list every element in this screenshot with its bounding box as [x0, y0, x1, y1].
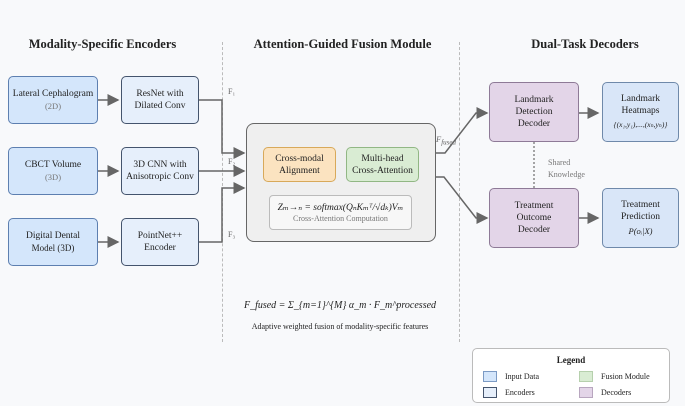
- encoder-line1: 3D CNN with: [133, 160, 187, 170]
- input-cbct-volume[interactable]: CBCT Volume (3D): [8, 147, 98, 195]
- input-lateral-cephalogram[interactable]: Lateral Cephalogram (2D): [8, 76, 98, 124]
- output-line1: Treatment: [621, 200, 660, 210]
- section-title-encoders: Modality-Specific Encoders: [28, 37, 177, 51]
- legend-swatch-decoders: [579, 387, 593, 398]
- legend-swatch-encoders: [483, 387, 497, 398]
- input-label: Lateral Cephalogram: [12, 89, 94, 99]
- output-line2: Prediction: [620, 212, 661, 222]
- legend-label-decoders: Decoders: [601, 388, 632, 397]
- landmark-detection-decoder[interactable]: Landmark Detection Decoder: [489, 82, 579, 142]
- landmark-heatmaps-output[interactable]: Landmark Heatmaps {(x₁,y₁),...,(xₙ,yₙ)}: [602, 82, 679, 142]
- decoder-line1: Treatment: [514, 201, 554, 211]
- treatment-prediction-output[interactable]: Treatment Prediction P(oᵢ|X): [602, 188, 679, 248]
- encoder-line1: ResNet with: [136, 89, 184, 99]
- shared-knowledge-label: Shared Knowledge: [548, 157, 585, 181]
- encoder-pointnet[interactable]: PointNet++ Encoder: [121, 218, 199, 266]
- feature-label-f2: F₂: [228, 157, 236, 166]
- encoder-3d-cnn[interactable]: 3D CNN with Anisotropic Conv: [121, 147, 199, 195]
- decoder-line3: Decoder: [517, 225, 551, 235]
- legend: Legend Input Data Encoders Fusion Module…: [472, 348, 670, 403]
- encoder-resnet[interactable]: ResNet with Dilated Conv: [121, 76, 199, 124]
- align-line1: Cross-modal: [275, 153, 324, 164]
- legend-title: Legend: [556, 355, 586, 365]
- encoder-line1: PointNet++: [137, 231, 183, 241]
- fused-label-sub: fused: [441, 138, 456, 147]
- decoder-line2: Outcome: [516, 213, 552, 223]
- attention-formula-box: Zₘ→ₙ = softmax(QₙKₘᵀ/√dₖ)Vₘ Cross-Attent…: [269, 195, 412, 230]
- output-formula: {(x₁,y₁),...,(xₙ,yₙ)}: [613, 120, 668, 129]
- input-sub: Model (3D): [31, 243, 75, 253]
- legend-label-fusion: Fusion Module: [601, 372, 650, 381]
- weighted-fusion-formula: F_fused = Σ_{m=1}^{M} α_m · F_m^processe…: [243, 300, 437, 311]
- section-title-decoders: Dual-Task Decoders: [531, 37, 639, 51]
- mha-line1: Multi-head: [361, 153, 404, 164]
- arrow-f1: [199, 99, 246, 159]
- arrow-f3: [199, 182, 246, 243]
- treatment-outcome-decoder[interactable]: Treatment Outcome Decoder: [489, 188, 579, 248]
- decoder-line2: Detection: [515, 107, 553, 117]
- fused-label: Ffused: [436, 134, 456, 147]
- cross-modal-alignment[interactable]: Cross-modal Alignment: [263, 147, 336, 182]
- section-title-fusion: Attention-Guided Fusion Module: [253, 37, 432, 51]
- input-label: CBCT Volume: [24, 160, 82, 170]
- attention-formula: Zₘ→ₙ = softmax(QₙKₘᵀ/√dₖ)Vₘ: [277, 203, 404, 213]
- shared-line2: Knowledge: [548, 170, 585, 179]
- legend-label-input: Input Data: [505, 372, 539, 381]
- fused-label-main: F: [436, 134, 442, 144]
- output-line1: Landmark: [620, 94, 661, 104]
- input-sub: (2D): [44, 101, 62, 111]
- input-sub: (3D): [44, 172, 62, 182]
- output-formula: P(oᵢ|X): [628, 226, 653, 236]
- input-digital-dental-model[interactable]: Digital Dental Model (3D): [8, 218, 98, 266]
- encoder-line2: Encoder: [144, 243, 176, 253]
- mha-line2: Cross-Attention: [352, 165, 413, 176]
- feature-label-f1: F₁: [228, 87, 236, 96]
- feature-label-f3: F₃: [228, 230, 236, 239]
- legend-swatch-input: [483, 371, 497, 382]
- shared-line1: Shared: [548, 158, 571, 167]
- input-label: Digital Dental: [25, 231, 81, 241]
- multi-head-cross-attention[interactable]: Multi-head Cross-Attention: [346, 147, 419, 182]
- output-line2: Heatmaps: [621, 106, 660, 116]
- weighted-fusion-caption: Adaptive weighted fusion of modality-spe…: [251, 322, 429, 331]
- legend-label-encoders: Encoders: [505, 388, 535, 397]
- encoder-line2: Dilated Conv: [134, 101, 186, 111]
- divider-right: [459, 42, 460, 342]
- attention-caption: Cross-Attention Computation: [293, 214, 388, 223]
- legend-swatch-fusion: [579, 371, 593, 382]
- align-line2: Alignment: [279, 165, 320, 176]
- encoder-line2: Anisotropic Conv: [126, 172, 194, 182]
- decoder-line3: Decoder: [517, 119, 551, 129]
- decoder-line1: Landmark: [514, 95, 554, 105]
